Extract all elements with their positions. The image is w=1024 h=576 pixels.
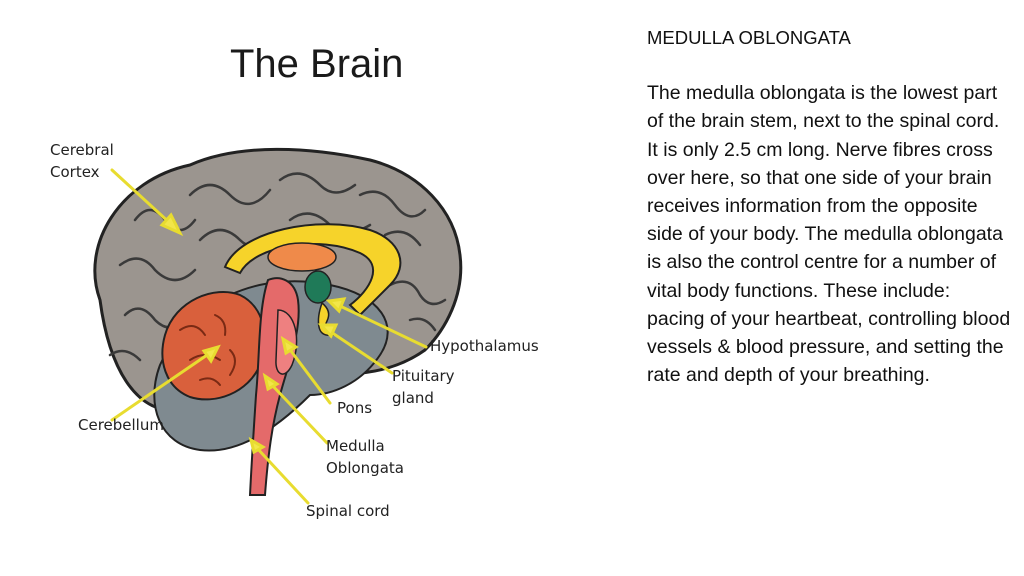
brain-illustration (93, 147, 463, 505)
pointer-arrows (110, 168, 428, 505)
brain-diagram: Cerebral Cortex Hypothalamus Pituitary g… (40, 125, 560, 530)
thalamus-shape (267, 242, 337, 272)
label-hypothalamus: Hypothalamus (430, 337, 539, 355)
label-medulla-line2: Oblongata (326, 459, 404, 477)
slide-title: The Brain (230, 42, 404, 86)
corpus-callosum-shape (223, 223, 402, 317)
label-medulla-line1: Medulla (326, 437, 385, 455)
side-body-text: The medulla oblongata is the lowest part… (647, 82, 1011, 387)
side-heading: MEDULLA OBLONGATA (647, 27, 851, 48)
label-pituitary-line1: Pituitary (392, 367, 455, 385)
label-pituitary-line2: gland (392, 389, 434, 407)
label-cerebral-cortex-line1: Cerebral (50, 141, 114, 159)
cortex-gyri (108, 172, 447, 362)
side-panel: MEDULLA OBLONGATA The medulla oblongata … (647, 24, 1012, 389)
label-cerebellum: Cerebellum (78, 416, 164, 434)
label-cerebral-cortex-line2: Cortex (50, 163, 100, 181)
label-cerebral-cortex: Cerebral Cortex (50, 139, 114, 183)
label-pituitary: Pituitary gland (392, 365, 455, 409)
label-pons: Pons (337, 399, 373, 417)
label-medulla-oblongata: Medulla Oblongata (326, 435, 404, 479)
green-nucleus-shape (304, 270, 332, 304)
label-spinal-cord: Spinal cord (306, 502, 390, 520)
cerebellum-folds (179, 314, 236, 386)
